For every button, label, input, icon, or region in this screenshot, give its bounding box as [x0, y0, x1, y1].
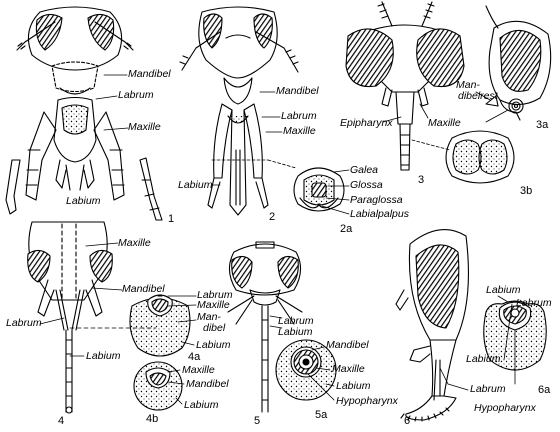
f6-label-labrum: Labrum	[470, 383, 506, 395]
f4-label-mandibel: Mandibel	[122, 283, 165, 295]
f1-label-labium: Labium	[66, 195, 101, 207]
f3b-number: 3b	[520, 185, 533, 197]
figure-5a-cross-section	[275, 339, 337, 401]
f4a-label-mandibel-1: Man-	[197, 311, 221, 323]
f6a-number: 6a	[538, 384, 551, 396]
f5a-label-maxille: Maxille	[332, 363, 365, 375]
f4a-label-maxille: Maxille	[197, 299, 230, 311]
f4-label-maxille: Maxille	[118, 237, 151, 249]
f5a-label-mandibel: Mandibel	[326, 339, 369, 351]
f2-number: 2	[269, 211, 276, 223]
f2a-label-paraglossa: Paraglossa	[350, 194, 403, 206]
f2-label-mandibel: Mandibel	[276, 85, 319, 97]
f3-number: 3	[418, 174, 425, 186]
f5-label-labium: Labium	[278, 326, 313, 338]
f5a-label-hypopharynx: Hypopharynx	[336, 395, 398, 407]
f5-number: 5	[254, 415, 261, 427]
figure-2a-cross-section	[293, 167, 345, 212]
figure-5-head	[227, 241, 303, 413]
f3-label-mandibelrest-1: Man-	[456, 79, 480, 91]
f5-label-labrum: Labrum	[278, 315, 314, 327]
figure-2-head	[179, 6, 299, 105]
f4-label-labium: Labium	[86, 350, 121, 362]
f5a-number: 5a	[315, 409, 328, 421]
f1-label-mandibel: Mandibel	[128, 68, 171, 80]
f4a-number: 4a	[188, 351, 201, 363]
f6a-label-hypopharynx: Hypopharynx	[474, 402, 536, 414]
f6a-label-labrum: Labrum	[516, 297, 552, 309]
f2-label-labrum: Labrum	[281, 110, 317, 122]
f2-label-maxille: Maxille	[283, 125, 316, 137]
f4a-label-labrum: Labrum	[197, 289, 233, 301]
f4b-label-labium: Labium	[184, 399, 219, 411]
figure-2-proboscis	[207, 103, 269, 216]
f5a-label-labium: Labium	[336, 380, 371, 392]
f4a-label-mandibel-2: dibel	[203, 322, 226, 334]
f1-label-labrum: Labrum	[118, 89, 154, 101]
f2a-label-galea: Galea	[350, 164, 379, 176]
f4b-number: 4b	[146, 413, 159, 425]
figure-3b-cross-section	[445, 130, 515, 184]
f2a-number: 2a	[340, 223, 353, 235]
f1-label-maxille: Maxille	[128, 121, 161, 133]
f4-number: 4	[58, 415, 65, 427]
f6a-label-labium: Labium	[486, 284, 521, 296]
f3-label-mandibelrest-2: dibelrest	[458, 90, 498, 102]
figure-1-labium	[53, 96, 97, 191]
f3a-number: 3a	[536, 119, 549, 131]
figure-4a-cross-section	[129, 294, 191, 357]
figure-4-head	[27, 221, 113, 414]
figure-3-head	[345, 1, 465, 171]
f6-number: 6	[404, 415, 411, 427]
f3-label-maxille: Maxille	[428, 117, 461, 129]
figure-1-head	[16, 6, 134, 95]
f1-number: 1	[168, 213, 175, 225]
f4a-label-labium: Labium	[196, 339, 231, 351]
f2a-label-glossa: Glossa	[350, 179, 383, 191]
f6-label-labium: Labium	[466, 353, 501, 365]
figure-3a-side-view	[485, 5, 552, 121]
figure-1-maxillae	[5, 111, 163, 221]
f4b-label-mandibel: Mandibel	[186, 378, 229, 390]
figure-6-side-view	[395, 229, 469, 422]
f4-label-labrum: Labrum	[6, 317, 42, 329]
f2a-label-labialpalpus: Labialpalpus	[350, 208, 409, 220]
f2-label-labium: Labium	[178, 179, 213, 191]
figure-4b-cross-section	[133, 361, 183, 411]
f4b-label-maxille: Maxille	[182, 364, 215, 376]
f3-label-epipharynx: Epipharynx	[340, 117, 393, 129]
